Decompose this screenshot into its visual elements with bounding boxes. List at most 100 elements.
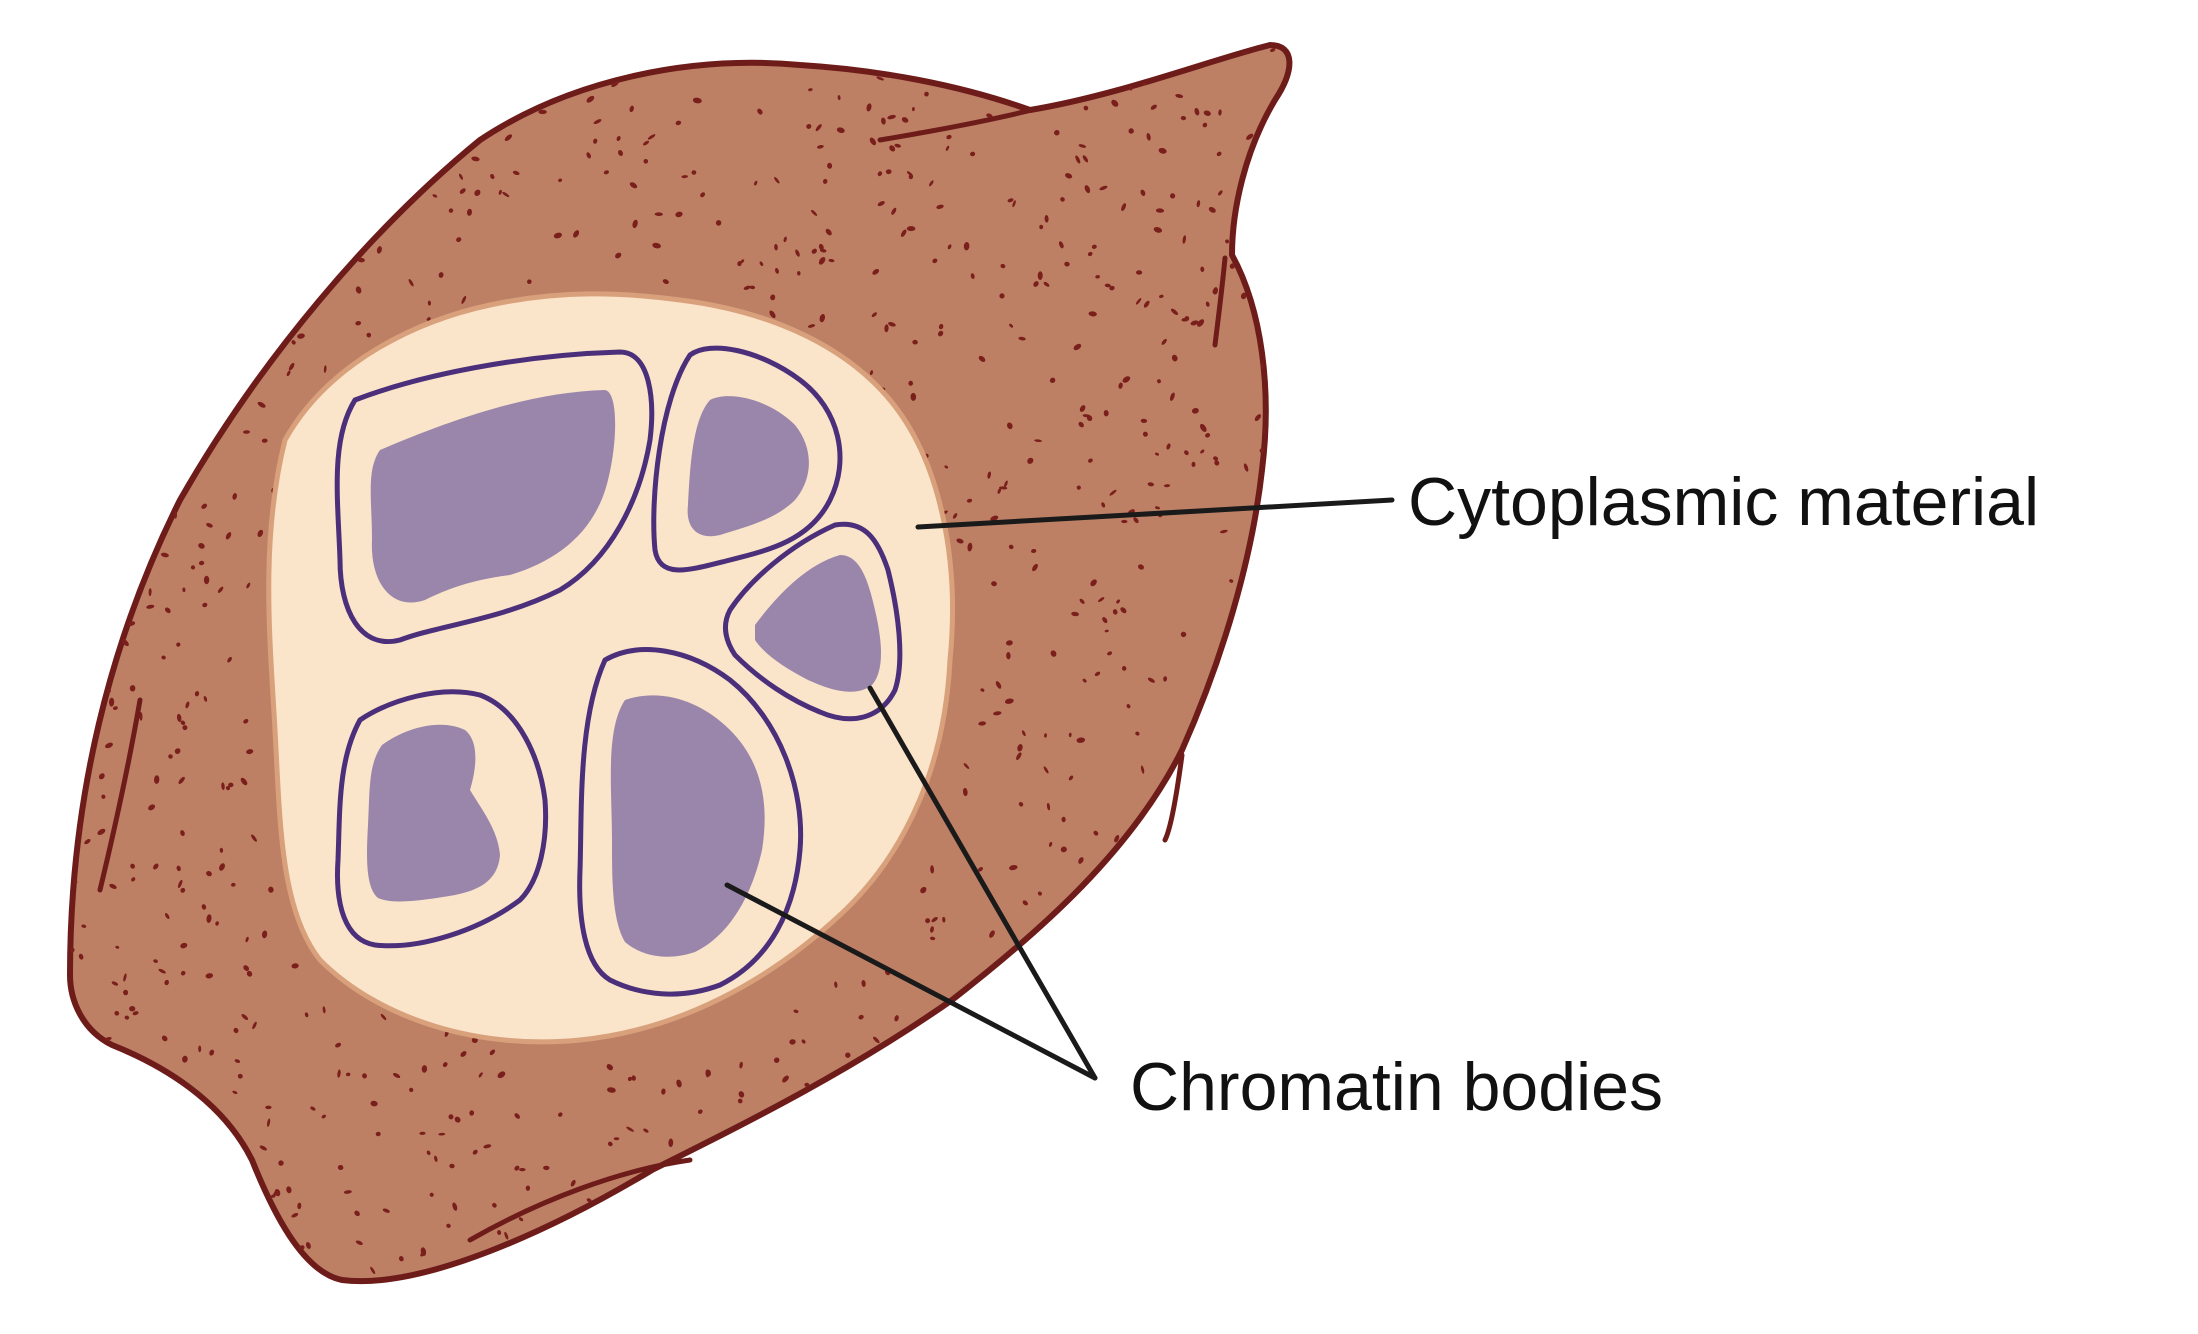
speckle-dot: [982, 87, 987, 92]
speckle-dot: [1277, 322, 1283, 328]
speckle-dot: [1020, 73, 1026, 80]
speckle-dot: [977, 867, 984, 872]
speckle-dot: [84, 163, 89, 173]
speckle-dot: [1205, 301, 1210, 307]
speckle-dot: [294, 231, 302, 236]
speckle-dot: [1099, 1025, 1106, 1031]
speckle-dot: [806, 1222, 813, 1227]
speckle-dot: [586, 1198, 592, 1203]
speckle-dot: [1255, 755, 1262, 763]
speckle-dot: [1163, 676, 1168, 682]
speckle-dot: [448, 208, 454, 213]
speckle-dot: [1104, 283, 1111, 288]
speckle-dot: [203, 1194, 208, 1200]
speckle-dot: [253, 191, 260, 198]
speckle-dot: [862, 1199, 868, 1205]
speckle-dot: [122, 1256, 128, 1262]
speckle-dot: [944, 465, 949, 469]
speckle-dot: [765, 1199, 772, 1204]
speckle-dot: [166, 1169, 170, 1176]
speckle-dot: [1014, 1078, 1021, 1085]
speckle-dot: [161, 1193, 168, 1197]
speckle-dot: [206, 914, 212, 923]
leader-lines: [724, 497, 1395, 1081]
speckle-dot: [303, 169, 310, 176]
speckle-dot: [864, 1106, 872, 1112]
speckle-dot: [99, 490, 105, 494]
speckle-dot: [616, 136, 621, 141]
speckle-dot: [1169, 193, 1176, 199]
speckle-dot: [1018, 336, 1026, 341]
speckle-dot: [1229, 579, 1234, 583]
speckle-dot: [707, 1209, 716, 1214]
speckle-dot: [827, 162, 833, 169]
speckle-dot: [553, 232, 562, 239]
speckle-dot: [100, 622, 108, 627]
speckle-dot: [390, 155, 398, 161]
speckle-dot: [1099, 185, 1108, 191]
speckle-dot: [1147, 482, 1154, 487]
speckle-dot: [132, 1011, 139, 1016]
speckle-dot: [459, 188, 466, 194]
speckle-dot: [164, 607, 171, 614]
speckle-dot: [1171, 958, 1179, 962]
speckle-dot: [1285, 924, 1290, 932]
speckle-dot: [1068, 732, 1072, 738]
speckle-dot: [139, 46, 145, 52]
speckle-dot: [355, 320, 362, 326]
speckle-dot: [1152, 1133, 1158, 1139]
speckle-dot: [526, 279, 532, 285]
speckle-dot: [935, 55, 940, 61]
speckle-dot: [697, 1109, 703, 1114]
speckle-dot: [979, 1242, 985, 1249]
speckle-dot: [74, 1076, 80, 1083]
speckle-dot: [94, 383, 100, 389]
speckle-dot: [246, 749, 254, 755]
speckle-dot: [1183, 1018, 1188, 1025]
speckle-dot: [1094, 671, 1101, 677]
speckle-dot: [202, 602, 208, 608]
speckle-dot: [1161, 51, 1168, 58]
speckle-dot: [902, 1195, 907, 1204]
speckle-dot: [894, 143, 901, 148]
speckle-dot: [346, 1072, 351, 1077]
speckle-dot: [70, 676, 78, 682]
speckle-dot: [354, 1210, 360, 1217]
speckle-dot: [1146, 132, 1151, 141]
speckle-dot: [231, 882, 236, 887]
speckle-dot: [949, 1254, 958, 1261]
speckle-dot: [1291, 1012, 1299, 1022]
speckle-dot: [297, 333, 305, 339]
speckle-dot: [297, 94, 303, 100]
speckle-dot: [1197, 319, 1205, 327]
speckle-dot: [258, 1268, 264, 1274]
speckle-dot: [194, 393, 200, 398]
speckle-dot: [886, 1162, 891, 1171]
speckle-dot: [472, 1149, 478, 1155]
speckle-dot: [1042, 1112, 1047, 1118]
speckle-dot: [187, 205, 192, 210]
speckle-dot: [854, 1207, 861, 1215]
speckle-dot: [872, 1061, 877, 1070]
speckle-dot: [1243, 606, 1251, 612]
speckle-dot: [1286, 641, 1290, 645]
speckle-dot: [970, 151, 976, 157]
speckle-dot: [894, 1116, 902, 1122]
speckle-dot: [699, 1281, 707, 1288]
speckle-dot: [243, 719, 249, 724]
speckle-dot: [1200, 266, 1205, 272]
speckle-dot: [370, 1266, 376, 1275]
speckle-dot: [1146, 848, 1153, 853]
speckle-dot: [84, 838, 91, 845]
speckle-dot: [1116, 599, 1120, 604]
speckle-dot: [426, 1150, 431, 1156]
speckle-dot: [1223, 843, 1230, 850]
speckle-dot: [72, 386, 79, 391]
speckle-dot: [1093, 830, 1099, 836]
speckle-dot: [946, 134, 952, 140]
speckle-dot: [1065, 173, 1073, 179]
speckle-dot: [129, 685, 136, 692]
speckle-dot: [102, 513, 109, 518]
speckle-dot: [1112, 609, 1118, 615]
speckle-dot: [186, 387, 195, 392]
